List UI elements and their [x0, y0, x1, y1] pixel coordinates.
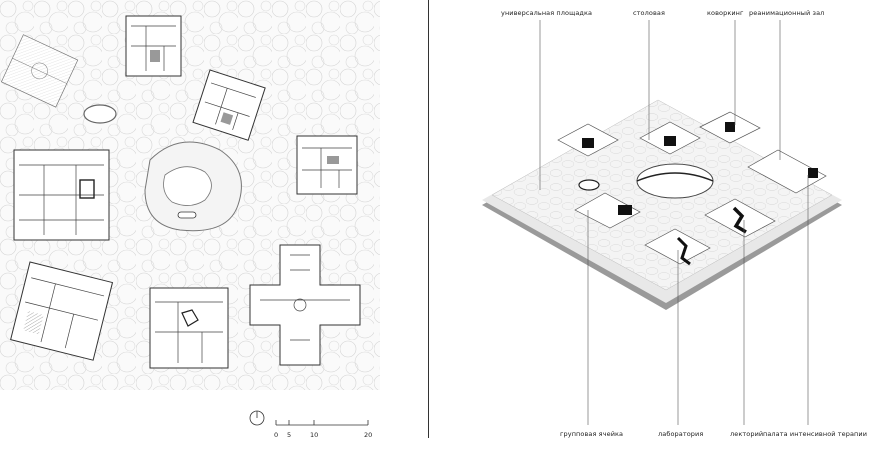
- sports-court: [0, 34, 79, 108]
- block-top-right: [192, 69, 266, 141]
- axo-block-left-top: [557, 123, 619, 157]
- label-group-cell: групповая ячейка: [560, 430, 624, 438]
- block-left: [13, 149, 110, 241]
- axo-small-pavilion: [578, 179, 600, 191]
- label-coworking: коворкинг: [707, 9, 744, 17]
- axo-block-laboratory: [644, 228, 711, 266]
- axo-block-lecture: [704, 198, 776, 238]
- small-oval-track: [83, 104, 117, 124]
- panel-divider: [428, 0, 429, 438]
- axonometric-view: универсальная площадка столовая коворкин…: [430, 0, 894, 450]
- label-icu-ward: палата интенсивной терапии: [763, 430, 868, 438]
- label-reanimation-hall: реанимационный зал: [749, 9, 825, 17]
- axo-block-reanimation: [747, 149, 827, 194]
- label-canteen: столовая: [633, 9, 665, 17]
- block-bottom-center: [149, 287, 229, 369]
- leader-lines: [539, 20, 809, 425]
- axo-block-group-cell: [574, 192, 641, 229]
- axo-block-canteen: [639, 121, 701, 155]
- label-lecture-hall: лекторий: [730, 430, 764, 438]
- block-right: [296, 135, 358, 195]
- block-bottom-left: [10, 261, 114, 361]
- scale-bar: [275, 420, 369, 426]
- axo-pavilion: [636, 163, 714, 199]
- axonometric-drawing: [482, 20, 842, 425]
- label-laboratory: лаборатория: [658, 430, 704, 438]
- scale-tick-10: 10: [310, 431, 319, 439]
- site-plan: 0 5 10 20: [0, 0, 426, 450]
- site-plan-drawing: [0, 0, 380, 426]
- scale-tick-5: 5: [287, 431, 292, 439]
- north-arrow-icon: [249, 410, 265, 426]
- label-universal-area: универсальная площадка: [501, 9, 593, 17]
- central-pavilion: [144, 141, 242, 232]
- block-bottom-right: [249, 244, 361, 366]
- scale-tick-20: 20: [364, 431, 373, 439]
- axo-block-coworking: [699, 111, 761, 144]
- scale-tick-0: 0: [274, 431, 279, 439]
- block-top: [125, 15, 182, 77]
